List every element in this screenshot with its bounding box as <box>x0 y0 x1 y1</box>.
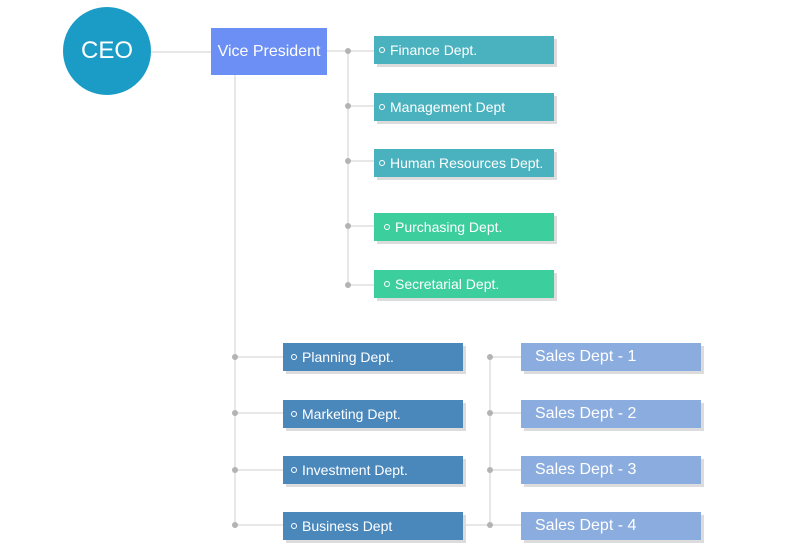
dept-node-secretarial[interactable]: Secretarial Dept. <box>374 270 554 298</box>
dept-label: Marketing Dept. <box>302 406 401 422</box>
dept-label: Planning Dept. <box>302 349 394 365</box>
junction-dot <box>345 48 351 54</box>
dept-node-sales-4[interactable]: Sales Dept - 4 <box>521 512 701 540</box>
junction-dot <box>487 410 493 416</box>
dept-node-human-resources[interactable]: Human Resources Dept. <box>374 149 554 177</box>
dept-node-finance[interactable]: Finance Dept. <box>374 36 554 64</box>
dept-label: Sales Dept - 2 <box>535 405 637 422</box>
junction-dot <box>345 223 351 229</box>
dept-node-planning[interactable]: Planning Dept. <box>283 343 463 371</box>
ceo-node[interactable]: CEO <box>63 7 151 95</box>
bullet-icon <box>291 411 297 417</box>
dept-label: Sales Dept - 3 <box>535 461 637 478</box>
dept-label: Purchasing Dept. <box>395 219 503 235</box>
junction-dot <box>345 158 351 164</box>
dept-label: Sales Dept - 4 <box>535 517 637 534</box>
junction-dot <box>232 467 238 473</box>
dept-label: Investment Dept. <box>302 462 408 478</box>
dept-node-sales-3[interactable]: Sales Dept - 3 <box>521 456 701 484</box>
vice-president-node[interactable]: Vice President <box>211 28 327 75</box>
bullet-icon <box>384 281 390 287</box>
junction-dot <box>487 467 493 473</box>
dept-label: Human Resources Dept. <box>390 155 544 171</box>
junction-dot <box>232 522 238 528</box>
bullet-icon <box>379 104 385 110</box>
junction-dot <box>487 354 493 360</box>
ceo-label: CEO <box>80 37 133 64</box>
vice-president-label: Vice President <box>217 42 321 60</box>
bullet-icon <box>291 523 297 529</box>
dept-node-marketing[interactable]: Marketing Dept. <box>283 400 463 428</box>
dept-label: Finance Dept. <box>390 42 478 58</box>
junction-dot <box>345 103 351 109</box>
bullet-icon <box>291 467 297 473</box>
junction-dot <box>232 354 238 360</box>
dept-label: Secretarial Dept. <box>395 276 500 292</box>
junction-dot <box>487 522 493 528</box>
dept-node-purchasing[interactable]: Purchasing Dept. <box>374 213 554 241</box>
dept-node-investment[interactable]: Investment Dept. <box>283 456 463 484</box>
junction-dot <box>345 282 351 288</box>
dept-label: Business Dept <box>302 518 393 534</box>
bullet-icon <box>379 160 385 166</box>
dept-node-sales-1[interactable]: Sales Dept - 1 <box>521 343 701 371</box>
junction-dot <box>232 410 238 416</box>
bullet-icon <box>379 47 385 53</box>
dept-label: Sales Dept - 1 <box>535 348 637 365</box>
bullet-icon <box>291 354 297 360</box>
dept-node-business[interactable]: Business Dept <box>283 512 463 540</box>
dept-node-management[interactable]: Management Dept <box>374 93 554 121</box>
bullet-icon <box>384 224 390 230</box>
dept-label: Management Dept <box>390 99 506 115</box>
dept-node-sales-2[interactable]: Sales Dept - 2 <box>521 400 701 428</box>
